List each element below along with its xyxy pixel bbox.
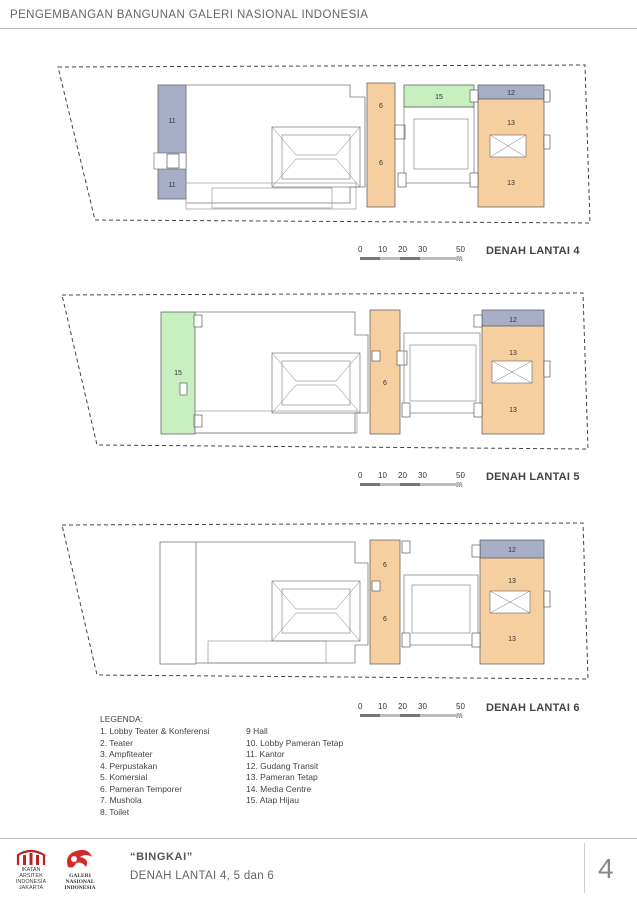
legend-item: 2. Teater [100, 737, 133, 748]
legend-item: 14. Media Centre [246, 783, 312, 794]
footer-subtitle: DENAH LANTAI 4, 5 dan 6 [130, 870, 275, 882]
floor-plan-4: 11 11 6 6 15 12 13 13 0 10 20 30 50 m DE… [0, 55, 637, 270]
legend-item: 11. Kantor [246, 749, 285, 759]
room-label: 12 [509, 317, 517, 324]
room-label: 15 [174, 370, 182, 377]
header-divider [0, 28, 637, 29]
galeri-nasional-logo-icon [67, 849, 92, 868]
galeri-nasional-logo-text: GALERI NASIONAL INDONESIA [64, 873, 96, 891]
scale-tick: 30 [418, 471, 427, 480]
room-label: 6 [383, 616, 387, 623]
scale-tick: 50 m [456, 702, 465, 720]
footer-theme: “BINGKAI” [130, 851, 193, 863]
legend-title: LEGENDA: [100, 714, 143, 724]
room-label: 13 [507, 120, 515, 127]
legend-column-1: 1. Lobby Teater & Konferensi 2. Teater 3… [100, 726, 209, 818]
floor-plan-5: 15 6 12 13 13 0 10 20 30 50 m DENAH LANT… [0, 285, 637, 500]
legend-item: 12. Gudang Transit [246, 760, 319, 771]
legend-item: 7. Mushola [100, 795, 142, 805]
scale-tick: 20 [398, 245, 407, 254]
floor-plan-5-drawing: 15 6 12 13 13 [61, 292, 589, 450]
room-label: 6 [379, 160, 383, 167]
legend-item: 8. Toilet [100, 806, 130, 817]
footer-divider [0, 838, 637, 839]
room-label: 6 [383, 562, 387, 569]
page-number: 4 [598, 853, 614, 884]
room-label: 6 [379, 103, 383, 110]
room-label: 12 [507, 90, 515, 97]
scale-tick: 20 [398, 702, 407, 711]
legend-item: 4. Perpustakan [100, 760, 158, 771]
scale-tick: 30 [418, 702, 427, 711]
scale-bar: 0 10 20 30 50 m [358, 245, 468, 265]
room-label: 15 [435, 94, 443, 101]
room-label: 11 [168, 182, 175, 189]
scale-tick: 50 m [456, 245, 465, 263]
iai-logo-icon [16, 849, 46, 865]
legend-item: 15. Atap Hijau [246, 795, 299, 805]
scale-bar: 0 10 20 30 50 m [358, 471, 468, 491]
scale-tick: 0 [358, 471, 363, 480]
room-label: 11 [168, 118, 175, 125]
room-label: 13 [509, 350, 517, 357]
room-label: 13 [508, 578, 516, 585]
legend-item: 5. Komersial [100, 772, 148, 782]
floor-plan-4-drawing: 11 11 6 6 15 12 13 13 [57, 64, 591, 224]
scale-tick: 10 [378, 471, 387, 480]
document-title: PENGEMBANGAN BANGUNAN GALERI NASIONAL IN… [10, 9, 369, 21]
legend-item: 6. Pameran Temporer [100, 783, 183, 794]
iai-logo-text: IKATAN ARSITEK INDONESIA JAKARTA [15, 867, 47, 891]
scale-bar: 0 10 20 30 50 m [358, 702, 468, 722]
scale-tick: 10 [378, 245, 387, 254]
scale-tick: 50 m [456, 471, 465, 489]
page-number-divider [584, 843, 585, 893]
scale-tick: 10 [378, 702, 387, 711]
plan-title: DENAH LANTAI 6 [486, 702, 580, 714]
scale-tick: 20 [398, 471, 407, 480]
legend-column-2: 9 Hall 10. Lobby Pameran Tetap 11. Kanto… [246, 726, 343, 807]
room-label: 13 [509, 407, 517, 414]
floor-plan-6-drawing: 6 6 12 13 13 [61, 522, 589, 680]
room-label: 12 [508, 547, 516, 554]
legend-item: 1. Lobby Teater & Konferensi [100, 726, 210, 736]
scale-tick: 0 [358, 245, 363, 254]
legend-item: 10. Lobby Pameran Tetap [246, 737, 344, 748]
room-label: 13 [508, 636, 516, 643]
plan-title: DENAH LANTAI 5 [486, 471, 580, 483]
floor-plan-6: 6 6 12 13 13 0 10 20 30 50 m DENAH LANTA… [0, 515, 637, 730]
iai-logo: IKATAN ARSITEK INDONESIA JAKARTA [6, 845, 56, 895]
galeri-nasional-logo: GALERI NASIONAL INDONESIA [60, 845, 100, 895]
legend-item: 9 Hall [246, 726, 268, 736]
scale-tick: 0 [358, 702, 363, 711]
legend-item: 13. Pameran Tetap [246, 772, 318, 782]
legend-item: 3. Ampfiteater [100, 749, 153, 759]
room-label: 13 [507, 180, 515, 187]
scale-tick: 30 [418, 245, 427, 254]
plan-title: DENAH LANTAI 4 [486, 245, 580, 257]
room-label: 6 [383, 380, 387, 387]
